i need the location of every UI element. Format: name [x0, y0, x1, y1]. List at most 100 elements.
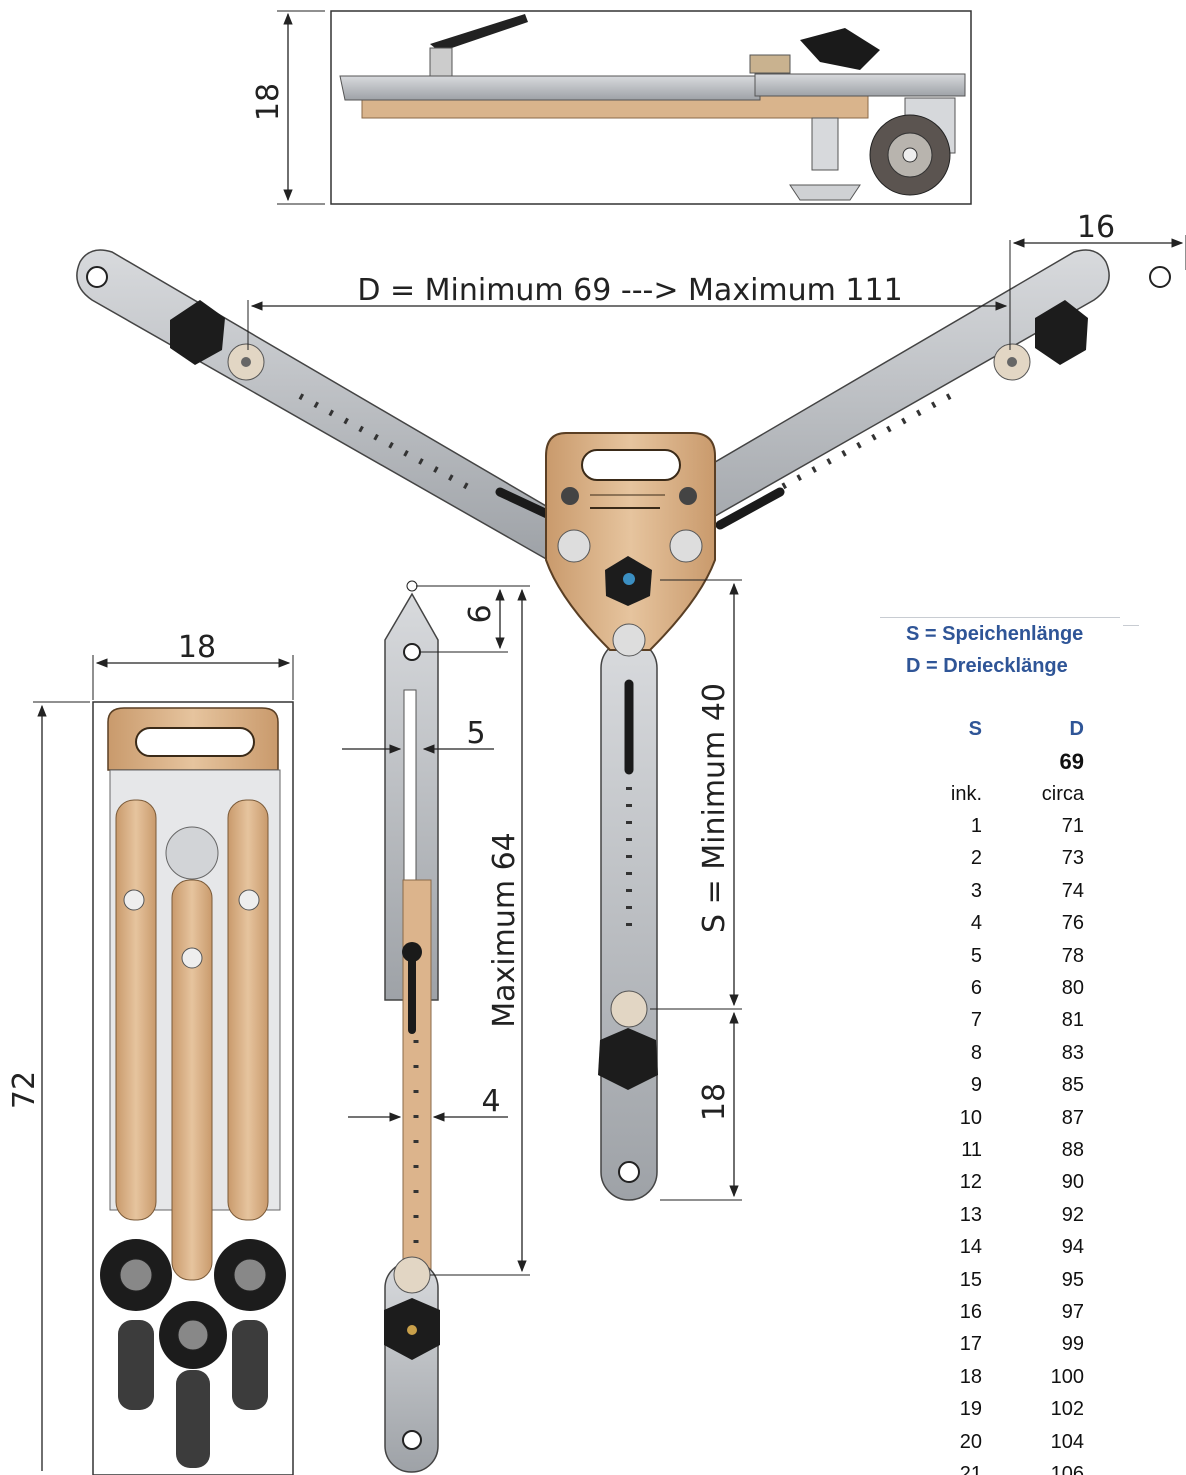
floor-stop-foot — [789, 184, 861, 201]
clamp-lever-icon — [430, 14, 528, 52]
folded-knob-left-center — [119, 1258, 153, 1292]
row-s-value: 9 — [970, 1074, 982, 1097]
table-row: 10 87 — [878, 1107, 1128, 1137]
table-base-row: 69 — [878, 749, 1128, 779]
spoke-slot — [403, 689, 417, 881]
table-row: 13 92 — [878, 1204, 1128, 1234]
folded-knob-center-center — [177, 1319, 209, 1351]
table-row: 14 94 — [878, 1236, 1128, 1266]
row-d-value: 99 — [1061, 1333, 1084, 1356]
row-d-value: 71 — [1061, 815, 1084, 837]
spoke-width-top-label: 5 — [466, 716, 485, 751]
left-roller-center — [241, 357, 251, 367]
row-s-value: 17 — [959, 1333, 982, 1356]
spoke-width-bottom-label: 4 — [481, 1084, 500, 1119]
row-s-value: 8 — [970, 1041, 982, 1064]
spoke-view: 6 5 4 Maximum 64 — [342, 580, 530, 1473]
folded-caster-left-icon — [118, 1320, 154, 1410]
folded-caster-center-icon — [176, 1370, 210, 1468]
spoke-min-label: S = Minimum 40 — [697, 683, 732, 933]
spoke-pivot — [403, 643, 421, 661]
folded-width-label: 18 — [178, 630, 216, 665]
row-s-value: 14 — [959, 1236, 982, 1259]
row-s-value: 12 — [959, 1171, 982, 1194]
folded-length-label: 72 — [7, 1071, 42, 1109]
handle-slot — [581, 449, 681, 481]
right-roller-center — [1007, 357, 1017, 367]
table-row: 11 88 — [878, 1139, 1128, 1169]
center-plate — [545, 432, 716, 657]
right-knob-icon — [1035, 300, 1088, 365]
lever-post — [429, 47, 453, 77]
row-d-value: 76 — [1061, 912, 1084, 935]
table-unit-row: ink. circa — [878, 783, 1128, 813]
spoke-max-label: Maximum 64 — [487, 832, 522, 1028]
row-d-value: 80 — [1061, 977, 1084, 999]
row-s-value: 13 — [959, 1203, 982, 1226]
row-s-value: 7 — [970, 1009, 982, 1032]
left-arm-end-bolt — [86, 266, 108, 288]
unit-s: ink. — [950, 783, 982, 805]
bottom-arm-end-bolt — [618, 1161, 640, 1183]
row-d-value: 95 — [1061, 1268, 1084, 1291]
folded-view: 18 72 — [7, 630, 294, 1475]
side-alu-rail-right — [754, 73, 966, 97]
row-d-value: 104 — [1050, 1430, 1084, 1453]
row-s-value: 11 — [961, 1139, 982, 1161]
row-d-value: 100 — [1050, 1365, 1084, 1388]
spoke-knob-insert — [407, 1325, 417, 1335]
triangle-length-label: D = Minimum 69 ---> Maximum 111 — [357, 273, 902, 308]
row-s-value: 20 — [959, 1430, 982, 1453]
folded-knob-right-center — [233, 1258, 267, 1292]
plate-screw — [561, 487, 579, 505]
side-alu-rail — [339, 75, 761, 101]
dolly-top-view: D = Minimum 69 ---> Maximum 111 16 S = M… — [76, 210, 1186, 1201]
plate-roller-right — [669, 529, 703, 563]
row-d-value: 78 — [1061, 944, 1084, 967]
folded-leg-left — [115, 799, 157, 1221]
row-d-value: 81 — [1061, 1009, 1084, 1032]
row-s-value: 16 — [959, 1301, 982, 1323]
spoke-roller-bolt — [393, 1256, 431, 1294]
spoke-tip-label: 6 — [463, 604, 498, 623]
row-d-value: 87 — [1061, 1106, 1084, 1129]
table-row: 5 78 — [878, 945, 1128, 975]
folded-bolt — [238, 889, 260, 911]
row-d-value: 88 — [1061, 1139, 1084, 1161]
floor-stop-post — [811, 117, 839, 171]
side-view: 18 — [251, 10, 972, 205]
row-d-value: 102 — [1050, 1398, 1084, 1421]
row-s-value: 10 — [959, 1106, 982, 1129]
spoke-end-bolt — [402, 1430, 422, 1450]
legend-rule-small — [1123, 625, 1139, 626]
center-plate-body — [545, 432, 716, 651]
spoke-wood-insert — [402, 879, 432, 1271]
row-s-value: 5 — [970, 944, 982, 967]
row-s-value: 15 — [959, 1268, 982, 1291]
center-knob-insert — [623, 573, 635, 585]
row-d-value: 92 — [1061, 1203, 1084, 1226]
table-row: 20 104 — [878, 1431, 1128, 1461]
star-knob-icon — [800, 28, 880, 70]
spoke-lever-knob — [402, 942, 422, 962]
base-value: 69 — [1059, 749, 1084, 774]
row-s-value: 3 — [970, 879, 982, 902]
row-d-value: 94 — [1061, 1236, 1084, 1259]
row-d-value: 106 — [1050, 1463, 1084, 1475]
right-arm — [614, 249, 1171, 562]
bottom-arm — [598, 639, 658, 1201]
table-header-row: S D — [878, 718, 1128, 748]
wheel-offset-label: 18 — [697, 1083, 732, 1121]
folded-bolt — [181, 947, 203, 969]
